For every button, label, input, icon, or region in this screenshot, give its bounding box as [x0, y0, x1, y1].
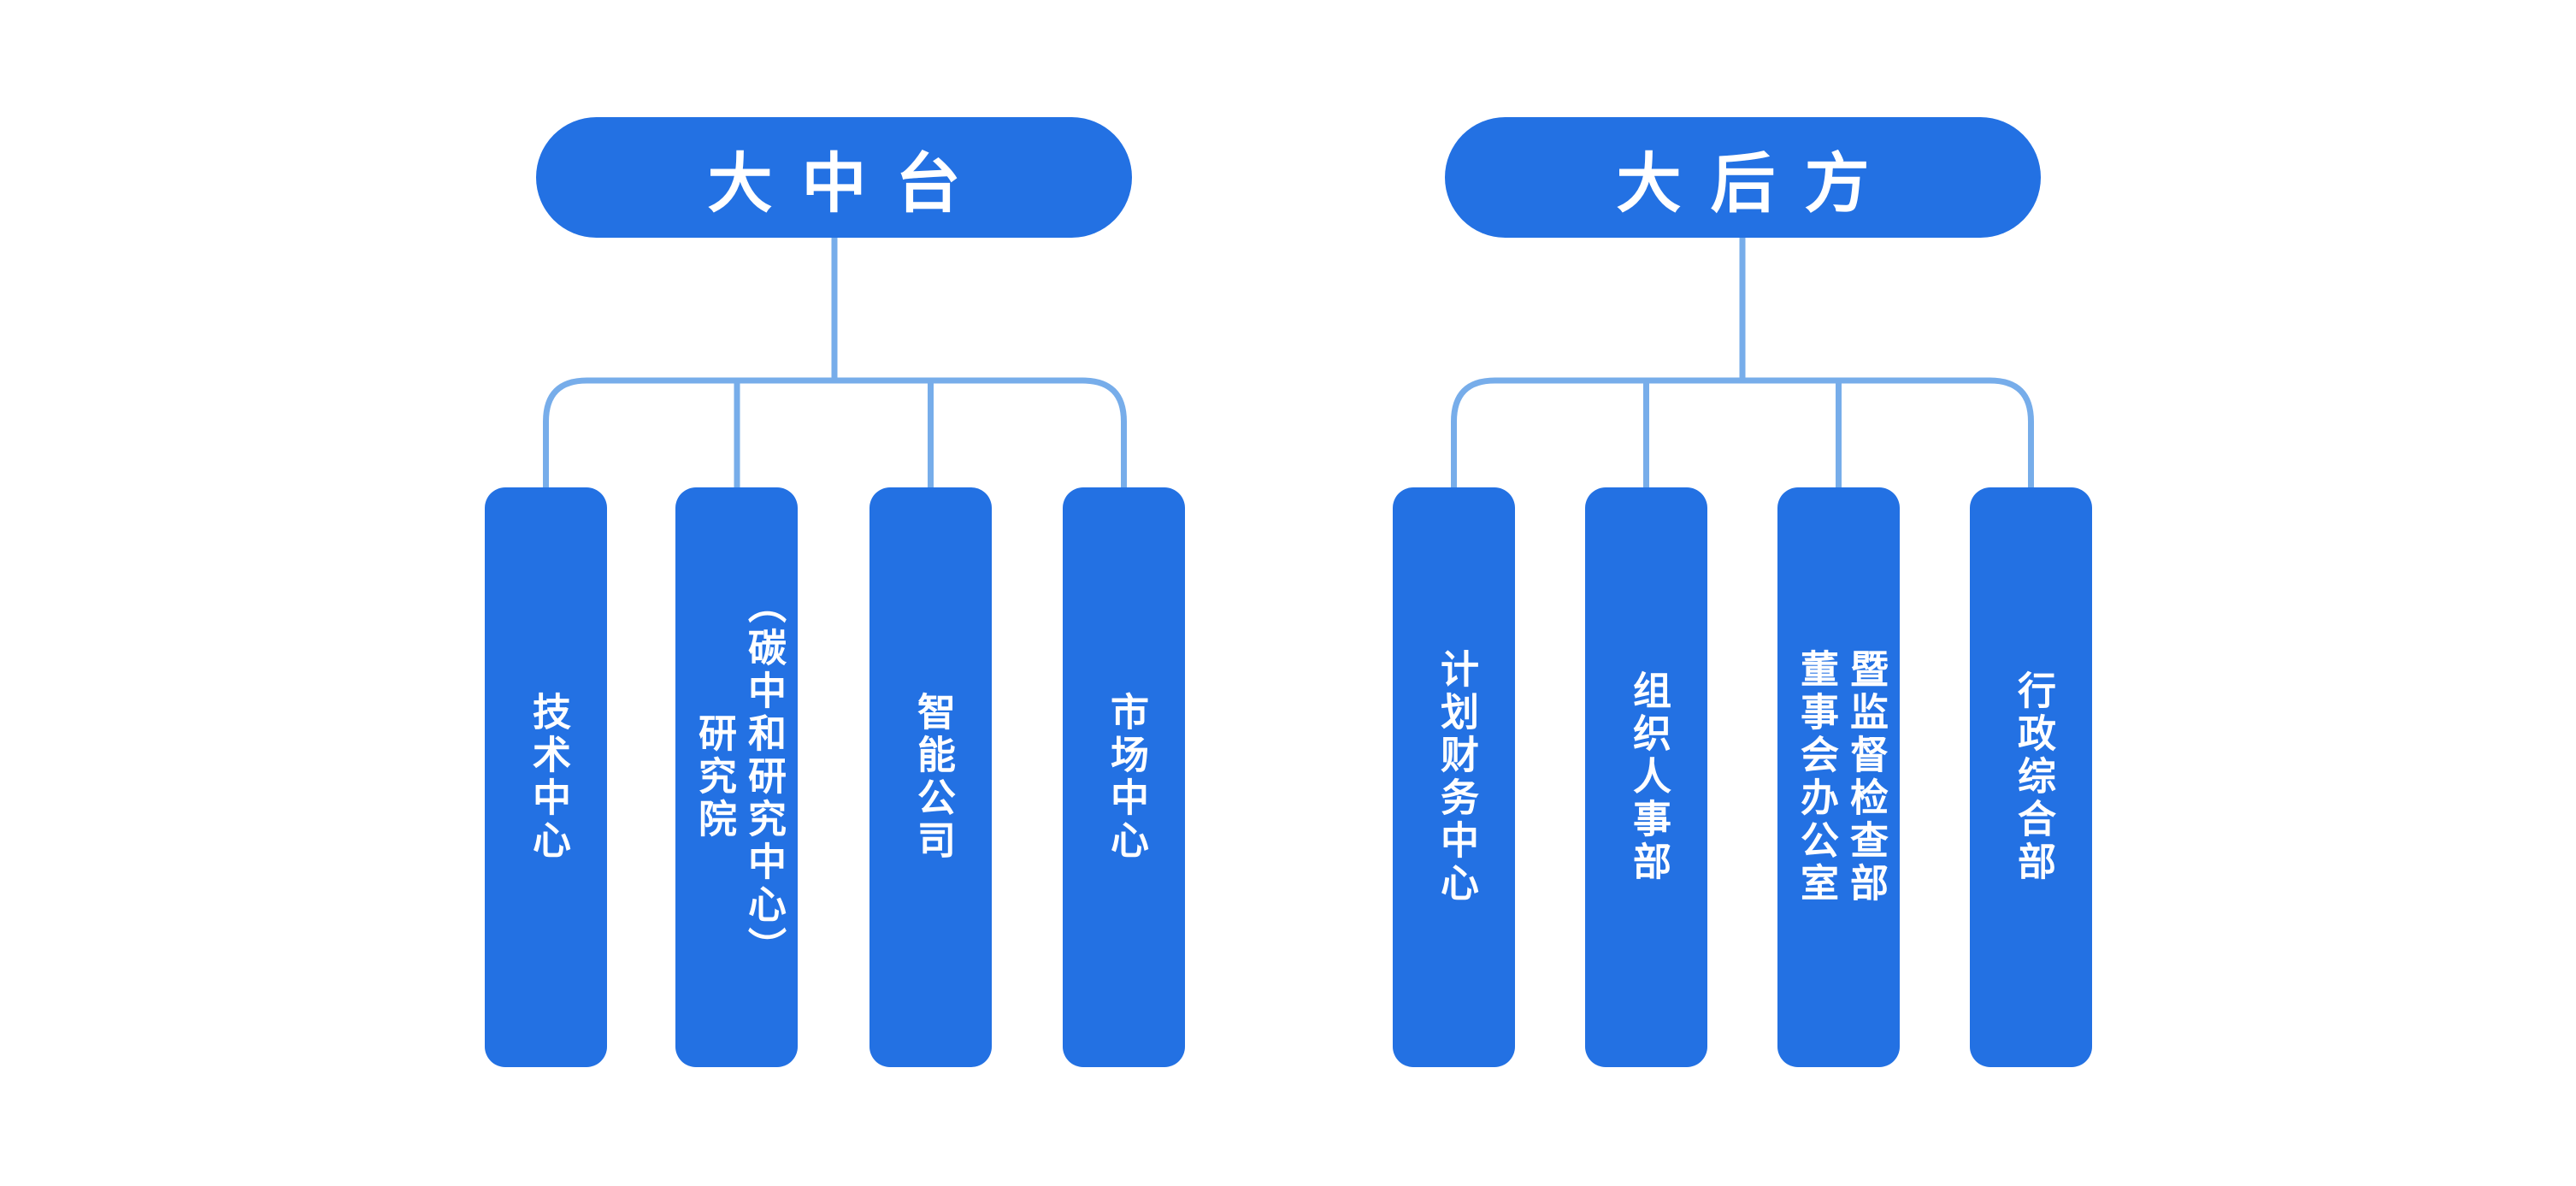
- root-node-label: 大后方: [1616, 147, 1899, 221]
- left-tree-connector: [543, 238, 1127, 487]
- child-node-yanjiuyuan[interactable]: 研究院 （碳中和研究中心）: [675, 487, 798, 1067]
- child-node-label: 董事会办公室 暨监督检查部: [1795, 649, 1888, 906]
- child-node-label: 市场中心: [1105, 692, 1148, 863]
- right-tree-connector: [1451, 238, 2034, 487]
- child-node-jishu-zhongxin[interactable]: 技术中心: [485, 487, 607, 1067]
- child-node-label: 组织人事部: [1627, 670, 1671, 884]
- child-node-label: 研究院 （碳中和研究中心）: [693, 585, 786, 970]
- root-node-dazhongtai[interactable]: 大中台: [536, 117, 1132, 238]
- root-node-label: 大中台: [707, 147, 990, 221]
- child-node-zuzhi-renshi-bu[interactable]: 组织人事部: [1585, 487, 1707, 1067]
- root-node-dahoufang[interactable]: 大后方: [1445, 117, 2041, 238]
- child-node-label: 技术中心: [527, 692, 570, 863]
- child-node-zhineng-gongsi[interactable]: 智能公司: [869, 487, 992, 1067]
- child-node-label: 行政综合部: [2012, 670, 2055, 884]
- child-node-shichang-zhongxin[interactable]: 市场中心: [1063, 487, 1185, 1067]
- child-node-label: 计划财务中心: [1435, 649, 1478, 906]
- child-node-label: 智能公司: [911, 692, 955, 863]
- child-node-jihua-caiwu-zhongxin[interactable]: 计划财务中心: [1393, 487, 1515, 1067]
- child-node-dongshihui-bangongshi[interactable]: 董事会办公室 暨监督检查部: [1777, 487, 1900, 1067]
- child-node-xingzheng-zonghe-bu[interactable]: 行政综合部: [1970, 487, 2092, 1067]
